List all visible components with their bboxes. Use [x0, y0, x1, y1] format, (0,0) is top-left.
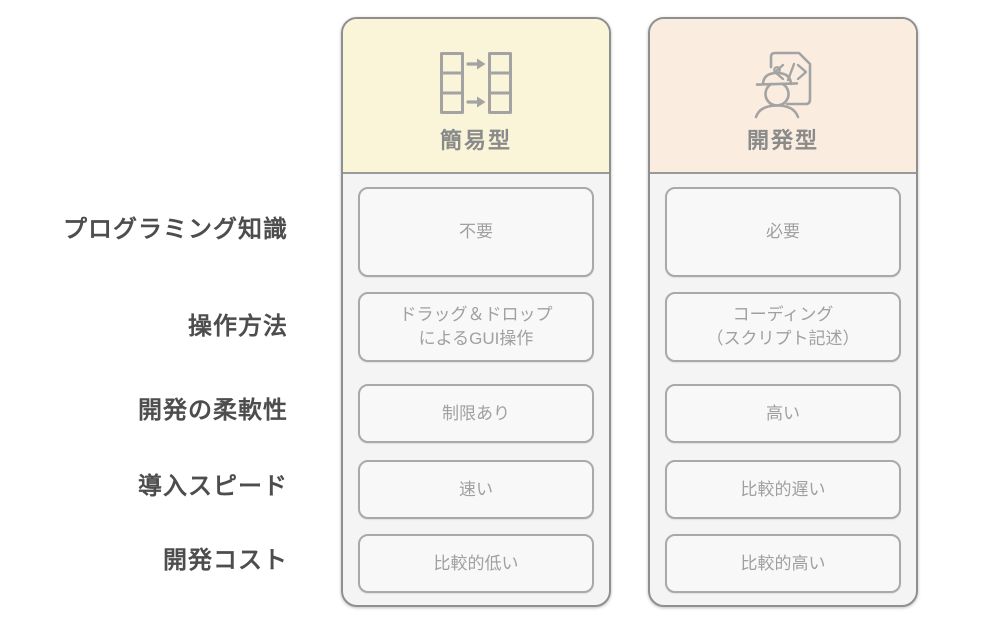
engineer-code-document-icon — [752, 47, 814, 119]
cell-dev-programming-knowledge: 必要 — [665, 187, 901, 277]
cell-dev-cost: 比較的高い — [665, 534, 901, 593]
cell-dev-speed: 比較的遅い — [665, 460, 901, 519]
cell-dev-operation-method: コーディング （スクリプト記述） — [665, 292, 901, 362]
cell-simple-flexibility: 制限あり — [358, 384, 594, 443]
row-labels: プログラミング知識 操作方法 開発の柔軟性 導入スピード 開発コスト — [0, 0, 290, 636]
row-label-programming-knowledge: プログラミング知識 — [63, 216, 288, 243]
cell-simple-operation-method: ドラッグ＆ドロップ によるGUI操作 — [358, 292, 594, 362]
cell-simple-speed: 速い — [358, 460, 594, 519]
cell-simple-programming-knowledge: 不要 — [358, 187, 594, 277]
row-label-development-cost: 開発コスト — [163, 547, 288, 574]
drag-drop-table-icon — [440, 47, 512, 119]
column-title-simple: 簡易型 — [439, 128, 512, 153]
column-development-type: 開発型 必要 コーディング （スクリプト記述） 高い 比較的遅い 比較的高い — [648, 17, 918, 607]
row-label-development-flexibility: 開発の柔軟性 — [138, 397, 288, 424]
row-label-operation-method: 操作方法 — [188, 313, 288, 340]
column-title-dev: 開発型 — [746, 128, 819, 153]
cell-simple-cost: 比較的低い — [358, 534, 594, 593]
row-label-introduction-speed: 導入スピード — [138, 473, 288, 500]
column-dev-header: 開発型 — [650, 19, 916, 174]
column-simple-header: 簡易型 — [343, 19, 609, 174]
column-simple-type: 簡易型 不要 ドラッグ＆ドロップ によるGUI操作 制限あり 速い 比較的低い — [341, 17, 611, 607]
cell-dev-flexibility: 高い — [665, 384, 901, 443]
